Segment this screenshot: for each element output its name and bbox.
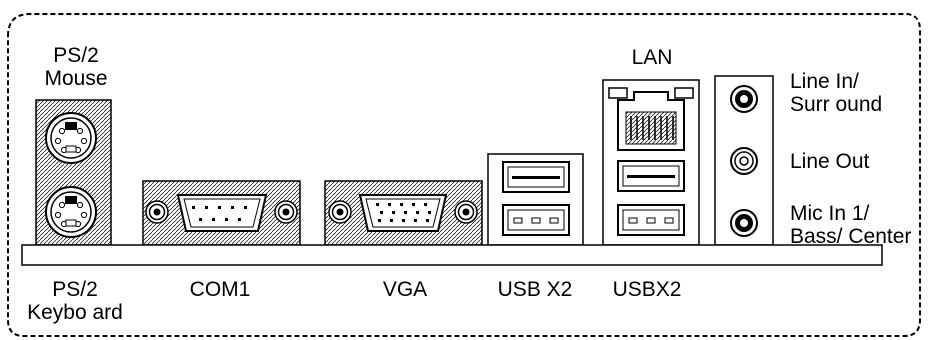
ps2-mouse-port-icon: [45, 112, 97, 164]
usb-left-label: USB X2: [497, 278, 573, 301]
backplate-bar: [21, 244, 883, 266]
ps2-keyboard-label-line1: PS/2: [52, 278, 98, 301]
usb-right-label: USBX2: [612, 278, 682, 301]
line-in-label-line2: Surr ound: [790, 93, 883, 116]
ps2-mouse-label-line2: Mouse: [44, 67, 108, 90]
com1-label: COM1: [189, 278, 251, 301]
ps2-mouse-label: PS/2 Mouse: [36, 44, 116, 90]
vga-port-icon: [324, 180, 483, 246]
lan-label: LAN: [631, 46, 673, 69]
line-in-label-line1: Line In/: [790, 70, 859, 93]
usb-port-icon: [502, 161, 570, 193]
ps2-stack: [35, 99, 112, 246]
mic-in-jack-icon: [730, 209, 758, 237]
audio-jack-stack: [714, 75, 774, 246]
ps2-mouse-label-line1: PS/2: [53, 44, 99, 67]
usb-port-icon: [617, 160, 685, 192]
com1-serial-port-icon: [142, 180, 301, 246]
line-out-label: Line Out: [790, 150, 870, 173]
mic-in-label-line1: Mic In 1/: [790, 202, 870, 225]
mic-in-label-line2: Bass/ Center: [790, 225, 912, 248]
usb-port-icon: [617, 204, 685, 236]
line-out-jack-icon: [730, 147, 758, 175]
ps2-keyboard-label: PS/2 Keybo ard: [20, 278, 130, 324]
ps2-keyboard-label-line2: Keybo ard: [27, 301, 123, 324]
mic-in-label: Mic In 1/ Bass/ Center: [790, 202, 911, 248]
line-in-label: Line In/ Surr ound: [790, 70, 882, 116]
line-in-jack-icon: [730, 85, 758, 113]
ps2-keyboard-port-icon: [45, 186, 97, 238]
panel-outline: [7, 13, 921, 337]
rj45-port-icon: [608, 87, 694, 151]
vga-label: VGA: [382, 278, 428, 301]
usb-port-icon: [502, 204, 570, 236]
lan-usb-stack: [602, 79, 700, 246]
usb-stack-left: [487, 153, 584, 246]
